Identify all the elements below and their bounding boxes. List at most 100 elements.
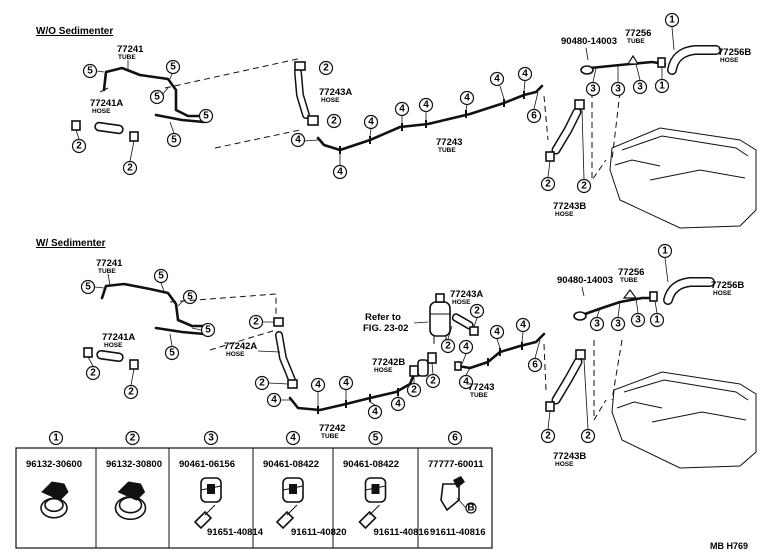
label-77243A-lower: 77243A bbox=[450, 289, 483, 300]
parts-legend-table bbox=[15, 447, 493, 549]
legend-index-text: 2 bbox=[130, 433, 136, 444]
callout-4 bbox=[338, 375, 354, 391]
legend-clip-4-drawing bbox=[275, 477, 304, 530]
callout-2 bbox=[540, 428, 556, 444]
legend-index-text: 6 bbox=[452, 433, 458, 444]
label-77256B-lower-type: HOSE bbox=[713, 290, 732, 297]
callout-4 bbox=[394, 101, 410, 117]
callout-5 bbox=[182, 289, 198, 305]
callout-2 bbox=[326, 113, 342, 129]
hose-77243A-upper bbox=[294, 61, 319, 126]
label-77256B-upper-type: HOSE bbox=[720, 57, 739, 64]
callout-3 bbox=[610, 316, 626, 332]
callout-2 bbox=[469, 303, 485, 319]
callout-4 bbox=[363, 114, 379, 130]
callout-2 bbox=[318, 60, 334, 76]
callout-4 bbox=[332, 164, 348, 180]
callout-4 bbox=[266, 392, 282, 408]
legend-clip-6-drawing: B bbox=[440, 476, 477, 514]
label-77242A-type: HOSE bbox=[226, 351, 245, 358]
label-77243A-lower-type: HOSE bbox=[452, 299, 471, 306]
callout-2 bbox=[580, 428, 596, 444]
legend-part-number: 90461-06156 bbox=[179, 459, 235, 470]
label-90480-upper: 90480-14003 bbox=[561, 36, 617, 47]
callout-2 bbox=[122, 160, 138, 176]
callout-2 bbox=[71, 138, 87, 154]
label-77256-lower-type: TUBE bbox=[620, 277, 638, 284]
label-77241-lower-type: TUBE bbox=[98, 268, 116, 275]
hose-77256B-lower bbox=[663, 277, 715, 305]
label-77241-lower: 77241 bbox=[96, 258, 123, 269]
callout-4 bbox=[310, 377, 326, 393]
callout-2 bbox=[440, 338, 456, 354]
legend-index-5: 5 bbox=[368, 430, 383, 446]
legend-index-text: 1 bbox=[53, 433, 59, 444]
callout-5 bbox=[198, 108, 214, 124]
callout-4 bbox=[367, 404, 383, 420]
sedimenter bbox=[429, 293, 451, 344]
callout-4 bbox=[290, 132, 306, 148]
label-77243A-upper: 77243A bbox=[319, 87, 352, 98]
tube-77241-upper bbox=[99, 66, 207, 124]
callout-4 bbox=[515, 317, 531, 333]
callout-2 bbox=[576, 178, 592, 194]
legend-index-text: 5 bbox=[373, 433, 379, 444]
label-77241-upper-type: TUBE bbox=[118, 54, 136, 61]
label-77243-lower-type: TUBE bbox=[470, 392, 488, 399]
callout-3 bbox=[630, 312, 646, 328]
legend-cell-5: 5 90461-08422 91611-40816 bbox=[343, 430, 429, 538]
refer-text-line1: Refer to bbox=[365, 312, 401, 323]
hose-77242A bbox=[273, 317, 298, 389]
tube-77256-upper bbox=[580, 54, 667, 75]
diagram-code: MB H769 bbox=[710, 541, 748, 551]
callout-5 bbox=[164, 345, 180, 361]
legend-sub-part-number: 91611-40816 bbox=[430, 527, 485, 538]
callout-5 bbox=[82, 63, 98, 79]
callout-2 bbox=[425, 373, 441, 389]
legend-sub-part-number: 91651-40814 bbox=[207, 527, 264, 538]
callout-2 bbox=[406, 382, 422, 398]
callout-4 bbox=[517, 66, 533, 82]
callout-3 bbox=[585, 81, 601, 97]
label-77243B-upper: 77243B bbox=[553, 201, 586, 212]
section-title-without: W/O Sedimenter bbox=[36, 26, 113, 37]
callout-2 bbox=[85, 365, 101, 381]
tube-77256-lower bbox=[573, 289, 658, 321]
label-77242-type: TUBE bbox=[321, 433, 339, 440]
legend-part-number: 90461-08422 bbox=[343, 459, 399, 470]
tube-77243-upper bbox=[316, 84, 544, 154]
label-77243-upper: 77243 bbox=[436, 137, 462, 148]
callout-5 bbox=[149, 89, 165, 105]
callout-5 bbox=[80, 279, 96, 295]
legend-index-2: 2 bbox=[125, 430, 140, 446]
callout-2 bbox=[123, 384, 139, 400]
callout-4 bbox=[390, 396, 406, 412]
legend-sub-part-number: 91611-40816 bbox=[374, 527, 429, 538]
label-77243-upper-type: TUBE bbox=[438, 147, 456, 154]
hose-77241A-upper bbox=[71, 120, 139, 142]
label-77242B-type: HOSE bbox=[374, 367, 393, 374]
callout-3 bbox=[632, 79, 648, 95]
label-77241A-upper: 77241A bbox=[90, 98, 123, 109]
label-77256-upper-type: TUBE bbox=[627, 38, 645, 45]
label-77243B-lower: 77243B bbox=[553, 451, 586, 462]
tube-77242 bbox=[288, 372, 416, 414]
label-77242B: 77242B bbox=[372, 357, 405, 368]
label-90480-lower: 90480-14003 bbox=[557, 275, 613, 286]
callout-1 bbox=[664, 12, 680, 28]
legend-clip-2-drawing bbox=[114, 481, 147, 521]
callout-4 bbox=[418, 97, 434, 113]
label-77241A-lower-type: HOSE bbox=[104, 342, 123, 349]
label-77256-lower: 77256 bbox=[618, 267, 644, 278]
callout-1 bbox=[657, 243, 673, 259]
legend-marker: B bbox=[467, 503, 474, 514]
hose-77241A-lower bbox=[83, 347, 139, 370]
label-77243-lower: 77243 bbox=[468, 382, 494, 393]
label-77243B-lower-type: HOSE bbox=[555, 461, 574, 468]
callout-6 bbox=[526, 108, 542, 124]
